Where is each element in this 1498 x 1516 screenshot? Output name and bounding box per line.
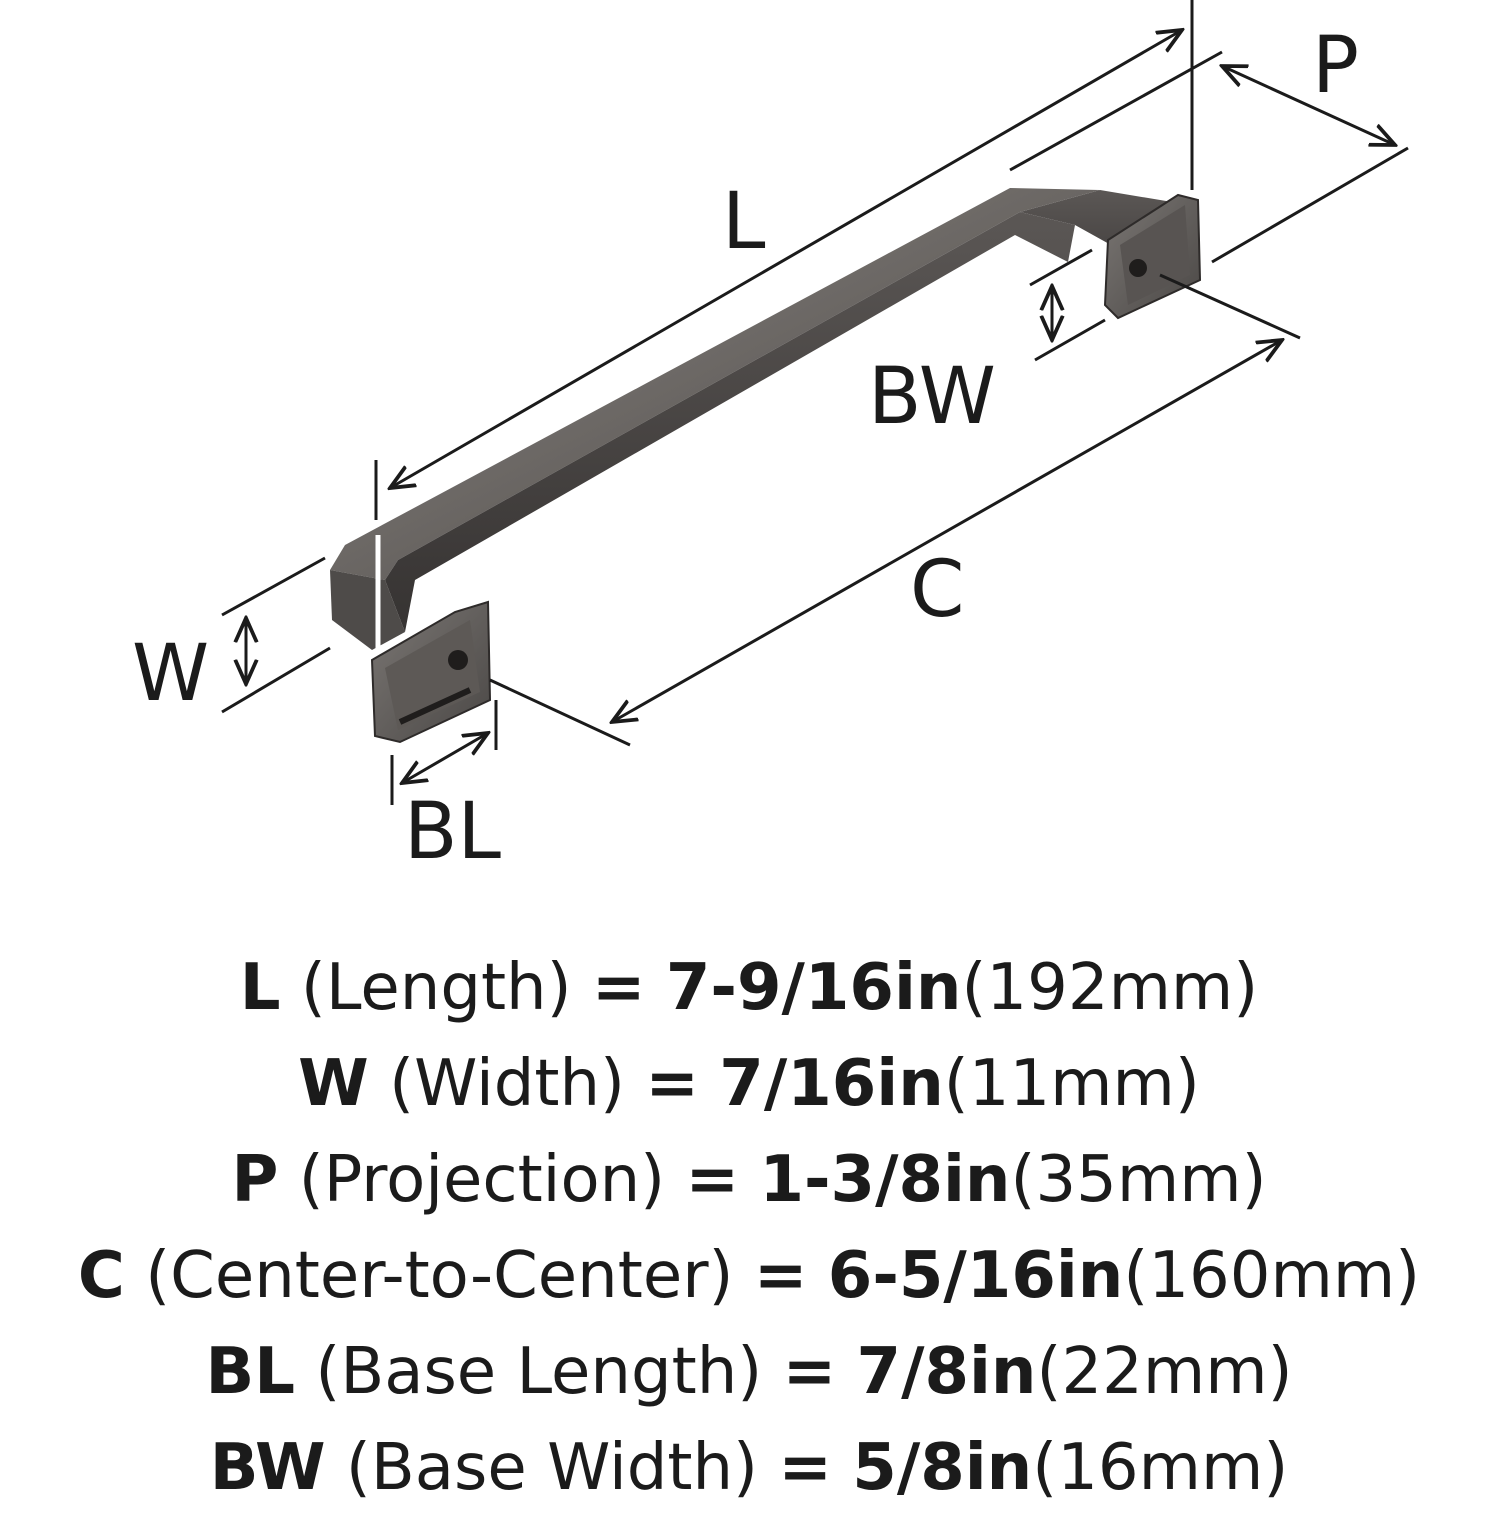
spec-description: (Base Length) (315, 1335, 763, 1409)
spec-symbol: P (231, 1143, 279, 1217)
label-BW: BW (868, 352, 996, 442)
label-L: L (722, 177, 766, 267)
label-P: P (1312, 21, 1359, 111)
spec-imperial: 7/16in (719, 1047, 944, 1121)
spec-imperial: 5/8in (852, 1431, 1033, 1505)
spec-imperial: 7-9/16in (665, 951, 962, 1025)
spec-symbol: W (298, 1047, 369, 1121)
dimension-specs: L (Length) = 7-9/16in(192mm) W (Width) =… (0, 940, 1498, 1516)
spec-equals: = (591, 951, 646, 1025)
spec-metric: (160mm) (1123, 1239, 1421, 1313)
label-W: W (132, 629, 209, 719)
spec-projection: P (Projection) = 1-3/8in(35mm) (0, 1132, 1498, 1228)
spec-metric: (22mm) (1036, 1335, 1293, 1409)
spec-description: (Projection) (298, 1143, 666, 1217)
spec-metric: (11mm) (943, 1047, 1200, 1121)
dimension-lines (221, 0, 1409, 805)
spec-equals: = (782, 1335, 837, 1409)
spec-metric: (35mm) (1010, 1143, 1267, 1217)
handle-dimension-diagram: L P BW C W BL (132, 0, 1409, 877)
label-C: C (910, 545, 964, 635)
spec-symbol: BL (205, 1335, 296, 1409)
spec-description: (Center-to-Center) (145, 1239, 734, 1313)
spec-equals: = (778, 1431, 832, 1505)
spec-metric: (16mm) (1032, 1431, 1289, 1505)
spec-metric: (192mm) (961, 951, 1259, 1025)
spec-symbol: C (77, 1239, 125, 1313)
projection-dimension-line (1222, 66, 1395, 145)
spec-base-length: BL (Base Length) = 7/8in(22mm) (0, 1324, 1498, 1420)
right-screw-hole (1129, 259, 1147, 277)
spec-equals: = (753, 1239, 808, 1313)
spec-symbol: BW (209, 1431, 326, 1505)
spec-equals: = (645, 1047, 699, 1121)
base-length-dimension-line (402, 733, 488, 783)
spec-imperial: 7/8in (856, 1335, 1037, 1409)
spec-imperial: 1-3/8in (759, 1143, 1011, 1217)
spec-length: L (Length) = 7-9/16in(192mm) (0, 940, 1498, 1036)
spec-symbol: L (239, 951, 281, 1025)
spec-imperial: 6-5/16in (827, 1239, 1124, 1313)
left-screw-hole (448, 650, 468, 670)
spec-width: W (Width) = 7/16in(11mm) (0, 1036, 1498, 1132)
spec-description: (Width) (389, 1047, 625, 1121)
spec-description: (Length) (300, 951, 572, 1025)
spec-center-to-center: C (Center-to-Center) = 6-5/16in(160mm) (0, 1228, 1498, 1324)
spec-base-width: BW (Base Width) = 5/8in(16mm) (0, 1420, 1498, 1516)
length-dimension-line (390, 30, 1182, 488)
spec-description: (Base Width) (345, 1431, 758, 1505)
label-BL: BL (404, 787, 502, 877)
spec-equals: = (685, 1143, 740, 1217)
center-to-center-dimension-line (612, 340, 1282, 722)
